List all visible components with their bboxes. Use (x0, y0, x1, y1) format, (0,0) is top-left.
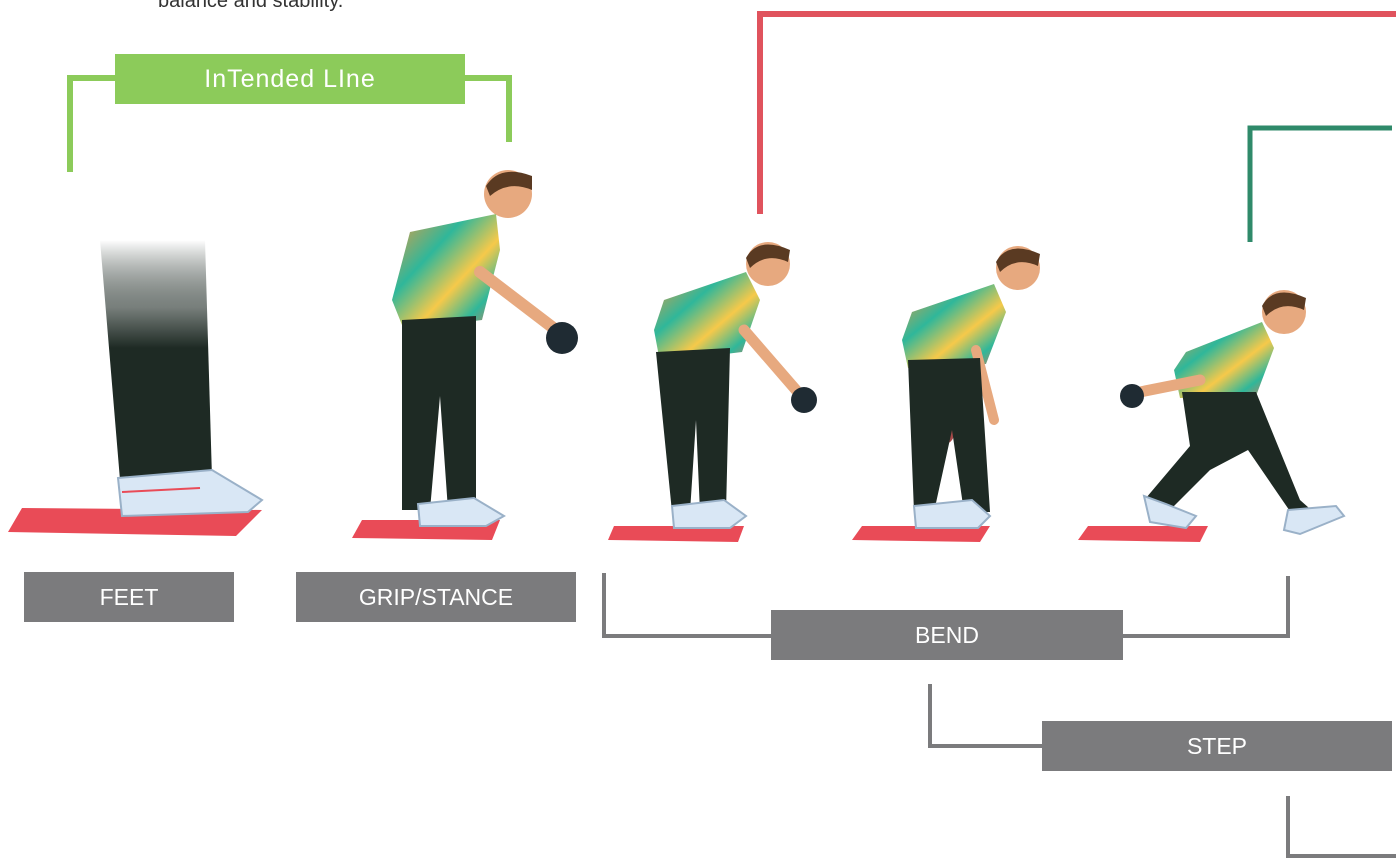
step-bracket (928, 684, 1042, 748)
figure-grip-stance (392, 170, 578, 527)
teal-bracket (1247, 125, 1392, 242)
mats (8, 508, 1208, 542)
bend-label: BEND (771, 610, 1123, 660)
step-label: STEP (1042, 721, 1392, 771)
bottom-bracket (1286, 796, 1396, 858)
caption-text: balance and stability. (158, 0, 344, 12)
bend-bracket (602, 573, 1290, 638)
figure-feet (100, 240, 264, 518)
figure-step (1120, 290, 1346, 536)
red-bracket (757, 11, 1396, 214)
intended-line-label: InTended LIne (115, 54, 465, 104)
feet-label: FEET (24, 572, 234, 622)
grip-stance-label: GRIP/STANCE (296, 572, 576, 622)
intended-line-bracket (67, 75, 512, 172)
figure-bend-2 (902, 246, 1040, 529)
figure-bend-1 (654, 242, 817, 529)
